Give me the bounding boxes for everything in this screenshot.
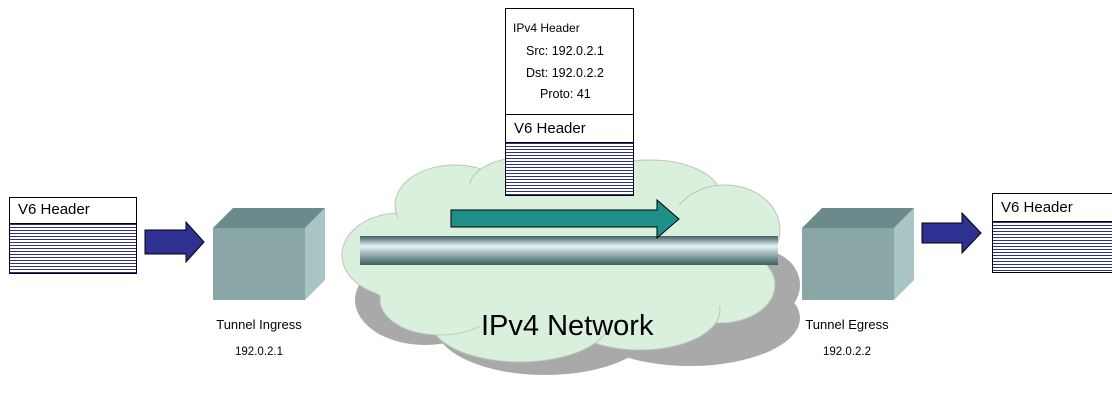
egress-v6-header-label: V6 Header xyxy=(1001,199,1073,216)
egress-address: 192.0.2.2 xyxy=(823,346,871,358)
network-label: IPv4 Network xyxy=(481,310,654,342)
tunnel-ingress-cube xyxy=(213,208,325,300)
tunnel-egress-cube xyxy=(802,208,914,300)
inner-v6-header-label: V6 Header xyxy=(514,120,586,137)
egress-arrow xyxy=(921,211,982,255)
ingress-label: Tunnel Ingress xyxy=(216,317,302,332)
ipv4-proto: Proto: 41 xyxy=(540,87,591,101)
ingress-address: 192.0.2.1 xyxy=(235,346,283,358)
v6-header-cell: V6 Header xyxy=(10,198,136,224)
egress-ipv6-payload xyxy=(993,222,1112,272)
tunnel-pipe xyxy=(360,236,778,265)
ipv4-header-title: IPv4 Header xyxy=(513,21,580,35)
ipv4-dst: Dst: 192.0.2.2 xyxy=(526,66,604,80)
decapsulated-ipv6-packet: V6 Header xyxy=(992,193,1112,273)
tunnel-flow-arrow xyxy=(450,198,680,240)
inner-ipv6-payload xyxy=(506,143,633,195)
egress-label: Tunnel Egress xyxy=(805,317,889,332)
v6-header-label: V6 Header xyxy=(18,201,90,218)
ipv6-payload xyxy=(10,224,136,273)
encapsulated-packet: IPv4 Header Src: 192.0.2.1 Dst: 192.0.2.… xyxy=(505,8,634,196)
ipv4-src: Src: 192.0.2.1 xyxy=(526,44,604,58)
inner-v6-header-cell: V6 Header xyxy=(506,115,633,143)
ipv4-header-cell: IPv4 Header Src: 192.0.2.1 Dst: 192.0.2.… xyxy=(506,9,633,115)
ingress-arrow xyxy=(144,220,205,264)
egress-v6-header-cell: V6 Header xyxy=(993,194,1112,222)
original-ipv6-packet: V6 Header xyxy=(9,197,137,274)
